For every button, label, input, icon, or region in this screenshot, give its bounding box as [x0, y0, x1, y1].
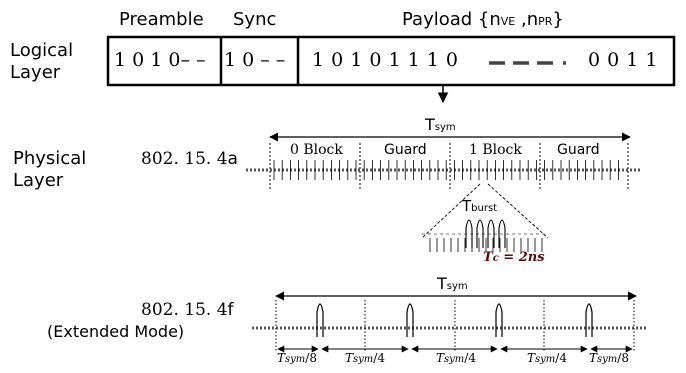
sync-bits: 1 0 – – [224, 49, 286, 71]
payload-header-suffix: } [552, 9, 564, 30]
extended-suffix: ) [177, 322, 185, 341]
standard-4f-label: 802. 15. 4f [141, 300, 234, 320]
standard-4a-label: 802. 15. 4a [141, 149, 238, 169]
interval-label: Tsym/8 [589, 351, 629, 365]
interval-2-main: T [436, 351, 445, 365]
burst-pulses [465, 219, 506, 248]
payload-header-sub2: PR [538, 15, 553, 28]
interval-label: Tsym/4 [345, 351, 385, 365]
interval-3-div: /4 [555, 351, 567, 365]
interval-3-main: T [527, 351, 536, 365]
logical-layer-label: Logical Layer [10, 40, 73, 84]
payload-tail-bits: 0 0 1 1 [588, 49, 658, 71]
tc-value: = 2ns [498, 250, 545, 265]
payload-bits: 1 0 1 0 1 1 1 0 [312, 49, 459, 71]
interval-4-div: /8 [617, 351, 629, 365]
interval-1-main: T [345, 351, 354, 365]
tsym-f-main: T [437, 274, 447, 293]
tc-main: T [483, 250, 493, 265]
tsym-f-sub: sym [446, 281, 468, 292]
payload-header-mid: ,n [515, 9, 539, 30]
interval-1-div: /4 [373, 351, 385, 365]
extended-mode-label: (Extended Mode) [47, 322, 184, 341]
tburst-main: T [462, 197, 472, 215]
interval-0-div: /8 [305, 351, 317, 365]
tc-sub: c [492, 253, 499, 264]
standard-4a-main: 802. 15. 4 [141, 149, 228, 169]
interval-2-sub: sym [444, 354, 465, 365]
interval-3-sub: sym [535, 354, 556, 365]
standard-4a-suffix: a [227, 149, 238, 169]
payload-header-prefix: Payload {n [402, 9, 501, 30]
interval-2-div: /4 [464, 351, 476, 365]
slot-boundaries-f [275, 300, 635, 352]
interval-label: Tsym/4 [527, 351, 567, 365]
tsym-a-main: T [425, 115, 435, 134]
interval-4-main: T [589, 351, 598, 365]
block-1-label: 1 Block [468, 142, 523, 158]
standard-4f-main: 802. 15. 4 [141, 300, 228, 320]
chip-ticks-a [273, 160, 619, 180]
sync-header: Sync [233, 9, 277, 30]
tburst-sub: burst [471, 203, 498, 214]
preamble-bits: 1 0 1 0– – [114, 49, 206, 71]
tsym-a-sub: sym [434, 122, 456, 133]
interval-0-sub: sym [285, 354, 306, 365]
tsym-a-label: Tsym [425, 115, 456, 134]
guard-1-label: Guard [383, 142, 428, 158]
pulses-f [316, 303, 593, 337]
interval-label: Tsym/8 [277, 351, 317, 365]
extended-prefix: ( [47, 322, 54, 341]
physical-label-line2: Layer [13, 170, 64, 191]
physical-label-line1: Physical [13, 148, 87, 169]
logical-frame [106, 35, 676, 87]
logical-label-line2: Layer [10, 62, 61, 83]
interval-label: Tsym/4 [436, 351, 476, 365]
tburst-label: Tburst [462, 197, 497, 215]
block-0-label: 0 Block [289, 142, 344, 158]
guard-2-label: Guard [556, 142, 601, 158]
payload-header: Payload {nVE ,nPR} [402, 9, 564, 30]
standard-4f-suffix: f [227, 300, 234, 320]
preamble-header: Preamble [119, 9, 204, 30]
burst-ticks [429, 238, 543, 252]
burst-zoom-lines [421, 183, 549, 239]
tc-label: Tc = 2ns [483, 250, 545, 265]
interval-0-main: T [277, 351, 286, 365]
tsym-f-label: Tsym [437, 274, 468, 293]
payload-header-sub1: VE [500, 15, 516, 28]
interval-1-sub: sym [353, 354, 374, 365]
logical-label-line1: Logical [10, 40, 74, 61]
physical-layer-label: Physical Layer [13, 148, 86, 192]
interval-4-sub: sym [597, 354, 618, 365]
extended-main: Extended Mode [53, 322, 178, 341]
